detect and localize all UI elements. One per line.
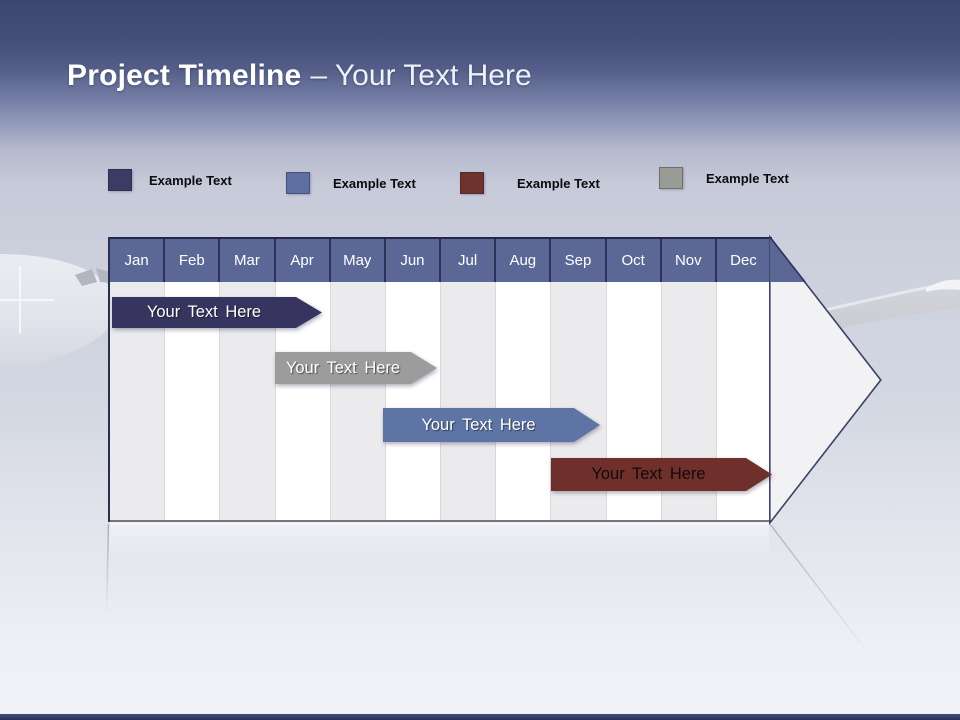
month-header-jul: Jul — [441, 239, 497, 282]
grid-column-apr — [276, 282, 331, 520]
task-bar-label: Your Text Here — [285, 358, 401, 377]
month-header-oct: Oct — [607, 239, 662, 282]
legend-label: Example Text — [706, 170, 789, 186]
month-header-may: May — [331, 239, 386, 282]
legend-item-3: Example Text — [460, 172, 600, 194]
grid-column-feb — [165, 282, 221, 520]
timeline-arrowhead — [769, 235, 882, 525]
task-bar-label: Your Text Here — [146, 303, 262, 321]
lens-flare-icon — [0, 266, 54, 334]
title-subtitle: – Your Text Here — [310, 59, 532, 92]
month-header-dec: Dec — [717, 239, 773, 282]
month-header-row: Jan Feb Mar Apr May Jun Jul Aug Sep Oct … — [110, 237, 773, 282]
grid-column-may — [330, 282, 386, 520]
legend-swatch-maroon — [460, 172, 484, 194]
grid-column-jun — [386, 282, 442, 520]
month-header-nov: Nov — [662, 239, 717, 282]
task-bar-label: Your Text Here — [421, 415, 536, 434]
grid-column-oct — [607, 282, 662, 520]
legend-label: Example Text — [149, 172, 232, 188]
month-header-jun: Jun — [386, 239, 442, 282]
month-header-jan: Jan — [110, 239, 166, 282]
table-reflection — [105, 523, 873, 659]
task-bar-2: Your Text Here — [275, 352, 437, 384]
task-bar-shape: Your Text Here — [551, 458, 772, 491]
legend-item-2: Example Text — [286, 172, 416, 194]
month-header-feb: Feb — [165, 239, 221, 282]
legend-swatch-blue — [286, 172, 310, 194]
legend-item-4: Example Text — [659, 167, 789, 189]
task-bar-shape: Your Text Here — [383, 408, 600, 442]
task-bar-4: Your Text Here — [551, 458, 772, 491]
month-header-apr: Apr — [276, 239, 331, 282]
legend-swatch-navy — [108, 169, 132, 191]
month-header-aug: Aug — [496, 239, 552, 282]
task-bar-shape: Your Text Here — [275, 352, 437, 384]
legend-label: Example Text — [333, 175, 416, 191]
task-bar-shape: Your Text Here — [112, 297, 322, 328]
bottom-accent-bar — [0, 714, 960, 720]
legend-item-1: Example Text — [108, 169, 232, 191]
cockpit-window-icon — [75, 269, 97, 286]
month-header-sep: Sep — [551, 239, 607, 282]
legend-label: Example Text — [517, 175, 600, 191]
task-bar-3: Your Text Here — [383, 408, 600, 442]
title-main: Project Timeline — [67, 59, 302, 92]
grid-column-jul — [441, 282, 497, 520]
grid-column-aug — [496, 282, 552, 520]
month-header-mar: Mar — [220, 239, 276, 282]
page-title: Project Timeline– Your Text Here — [67, 59, 532, 93]
legend-swatch-gray — [659, 167, 683, 189]
task-bar-1: Your Text Here — [112, 297, 322, 328]
winglet — [926, 279, 960, 292]
task-bar-label: Your Text Here — [591, 465, 706, 483]
